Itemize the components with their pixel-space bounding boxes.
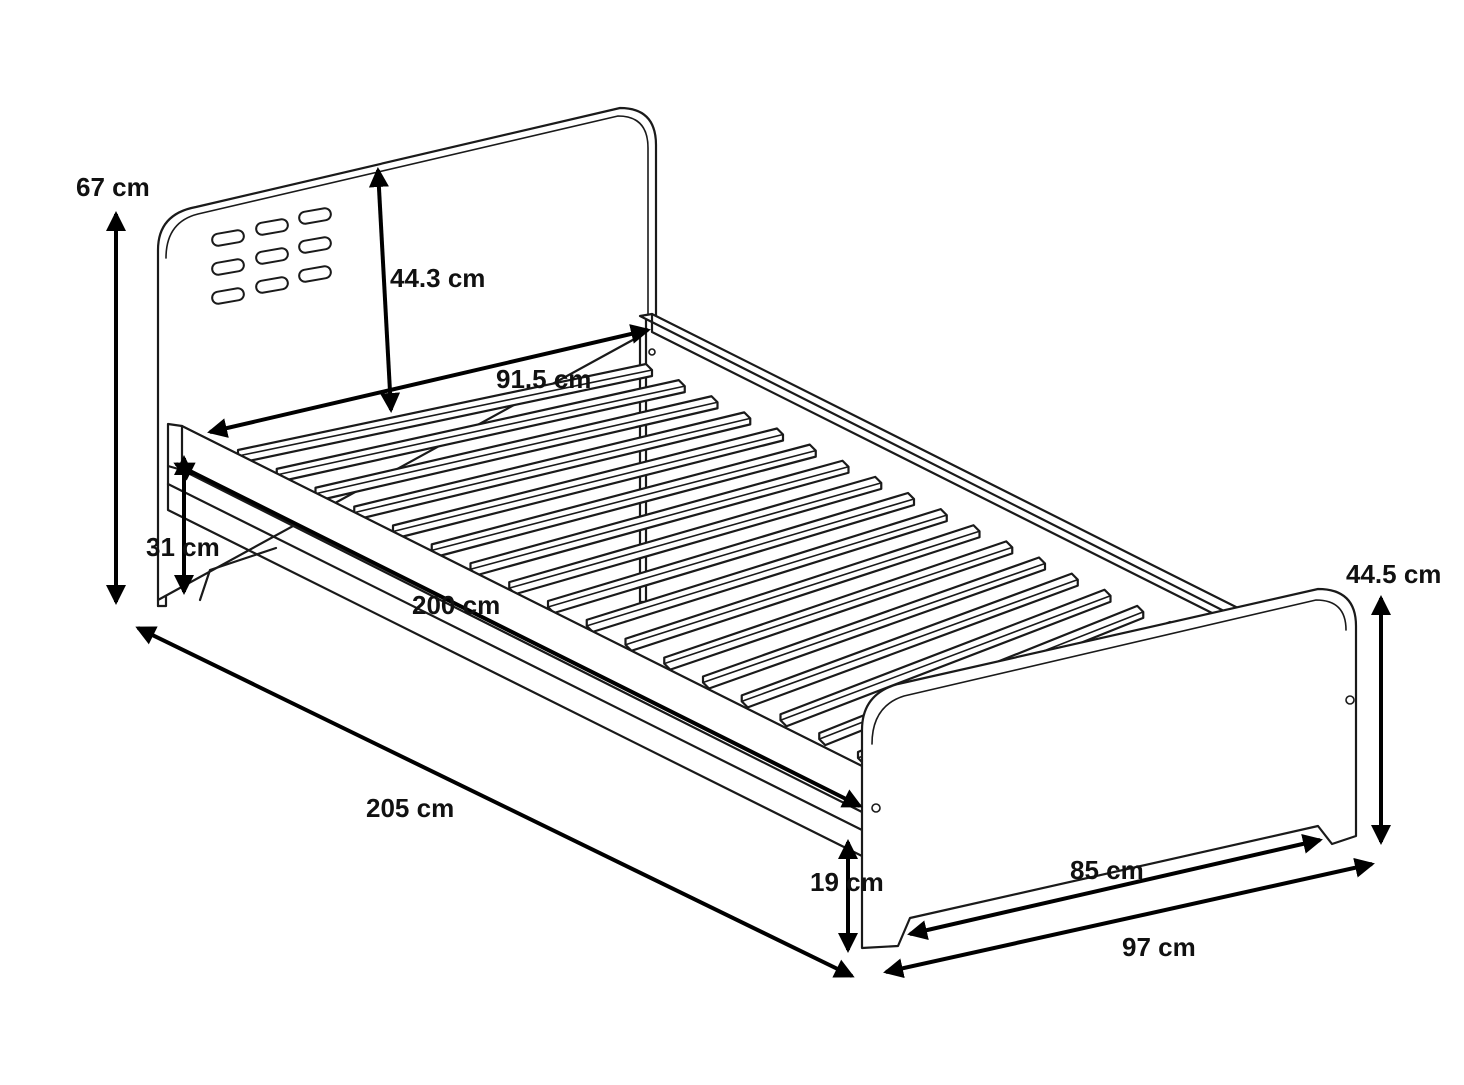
- dim-line-97: [883, 857, 1375, 979]
- dim-label-total-length: 205 cm: [366, 793, 455, 823]
- dim-line-91-5: [207, 324, 651, 438]
- dim-label-footboard-height: 44.5 cm: [1346, 559, 1442, 589]
- dim-label-inner-width: 91.5 cm: [496, 364, 592, 394]
- dim-label-footboard-inner-width: 85 cm: [1070, 855, 1144, 885]
- dim-label-side-rail-height: 31 cm: [146, 532, 220, 562]
- slat-edge: [469, 465, 850, 571]
- dim-label-headboard-panel-height: 44.3 cm: [390, 263, 486, 293]
- dim-label-inner-length: 200 cm: [412, 590, 501, 620]
- footboard: [860, 587, 1358, 950]
- dimension-lines: [106, 167, 1391, 979]
- slat-edge: [508, 482, 883, 589]
- dim-label-total-height: 67 cm: [76, 172, 150, 202]
- dim-label-total-width: 97 cm: [1122, 932, 1196, 962]
- headboard-vent-slots: [211, 207, 332, 305]
- dim-label-leg-clearance: 19 cm: [810, 867, 884, 897]
- dim-line-205: [135, 626, 855, 978]
